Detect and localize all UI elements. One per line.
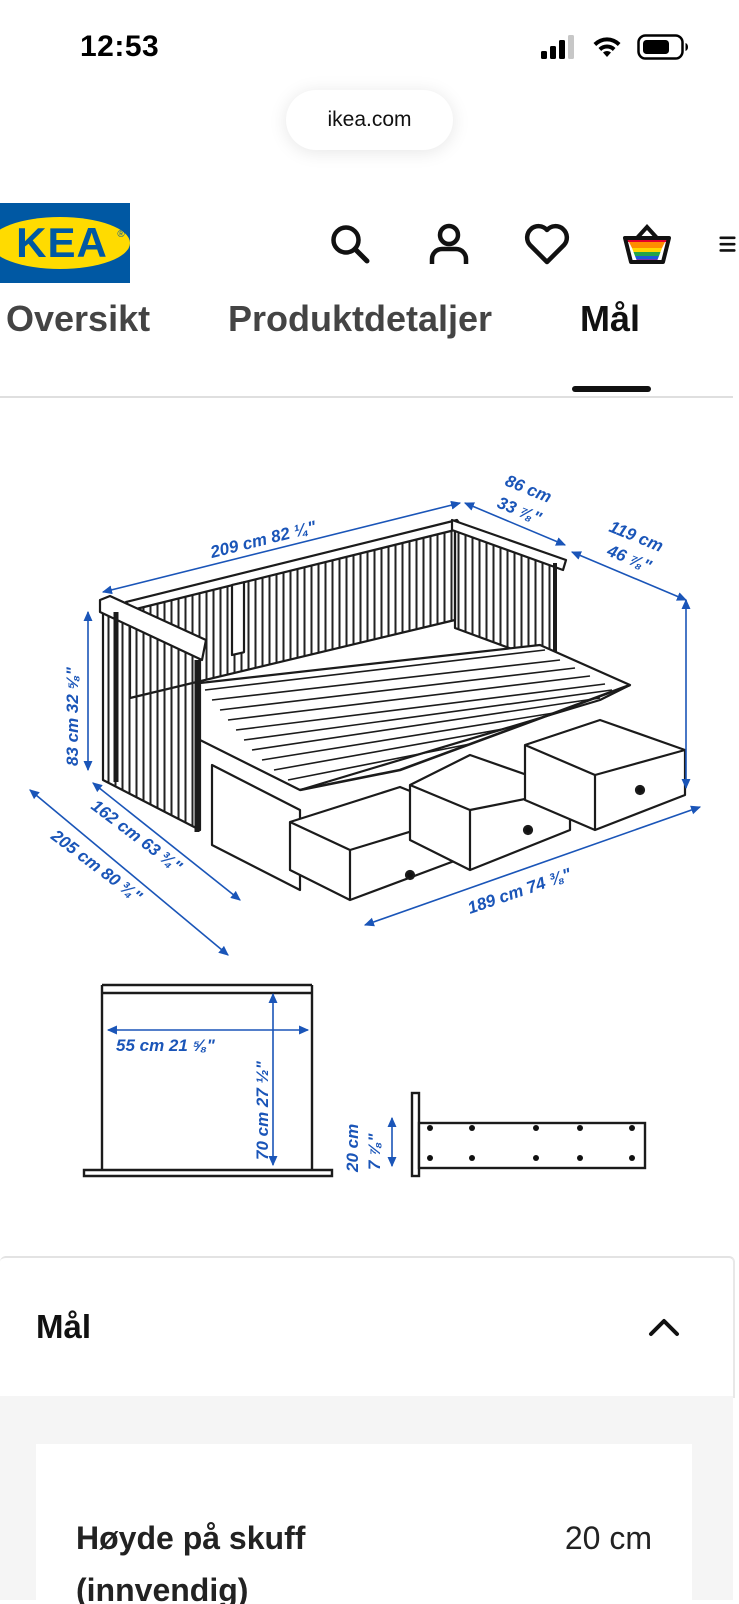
signal-icon: [541, 35, 574, 59]
dimensions-accordion[interactable]: Mål: [0, 1256, 735, 1398]
chevron-up-icon[interactable]: [646, 1312, 682, 1342]
dim-length-189: 189 cm 74 ⅜": [465, 864, 574, 918]
active-tab-indicator: [572, 386, 651, 392]
inner-drawer-view: [82, 983, 334, 1178]
tab-mal[interactable]: Mål: [580, 300, 641, 339]
logo-registered-mark: ®: [117, 229, 125, 240]
status-bar: 12:53: [0, 0, 739, 90]
search-icon[interactable]: [327, 221, 373, 267]
drawer-side-view: [410, 1091, 647, 1178]
tab-oversikt[interactable]: Oversikt: [6, 300, 151, 339]
dimension-lines: [29, 500, 702, 1168]
spec-label: Høyde på skuff: [76, 1520, 306, 1556]
logo-text: KEA: [16, 219, 108, 266]
status-icons: [541, 34, 689, 60]
ikea-logo-mark: KEA ®: [0, 217, 130, 269]
battery-icon: [637, 34, 688, 60]
address-bar[interactable]: ikea.com: [286, 90, 453, 150]
spec-card: Høyde på skuff (innvendig) 20 cm: [36, 1444, 692, 1604]
ikea-logo[interactable]: KEA ®: [0, 203, 130, 283]
menu-icon[interactable]: [716, 221, 739, 267]
dimensions-panel: Høyde på skuff (innvendig) 20 cm: [0, 1396, 733, 1604]
status-time: 12:53: [80, 30, 160, 63]
dim-drawer-height-cm: 20 cm: [343, 1124, 362, 1173]
wishlist-heart-icon[interactable]: [524, 221, 570, 267]
dim-inner-width: 55 cm 21 ⅝": [116, 1036, 216, 1055]
dim-width-top: 209 cm 82 ¼": [207, 517, 319, 562]
shopping-basket-icon[interactable]: [620, 221, 674, 267]
tab-produktdetaljer[interactable]: Produktdetaljer: [228, 300, 493, 339]
spec-label-continued: (innvendig): [76, 1572, 249, 1604]
site-header: KEA ®: [0, 203, 739, 283]
dim-drawer-height-in: 7 ⅞": [365, 1133, 384, 1170]
accordion-title: Mål: [36, 1308, 92, 1345]
product-tabs: Oversikt Produktdetaljer Mål: [0, 300, 733, 398]
account-icon[interactable]: [426, 221, 472, 267]
dim-inner-height: 70 cm 27 ½": [253, 1060, 272, 1160]
product-dimension-drawing: 209 cm 82 ¼" 86 cm 33 ⅞" 119 cm 46 ⅞" 83…: [29, 471, 702, 1178]
spec-value: 20 cm: [564, 1520, 652, 1556]
url-text: ikea.com: [327, 108, 412, 131]
wifi-icon: [593, 37, 621, 57]
dim-height: 83 cm 32 ⅝": [63, 666, 82, 766]
